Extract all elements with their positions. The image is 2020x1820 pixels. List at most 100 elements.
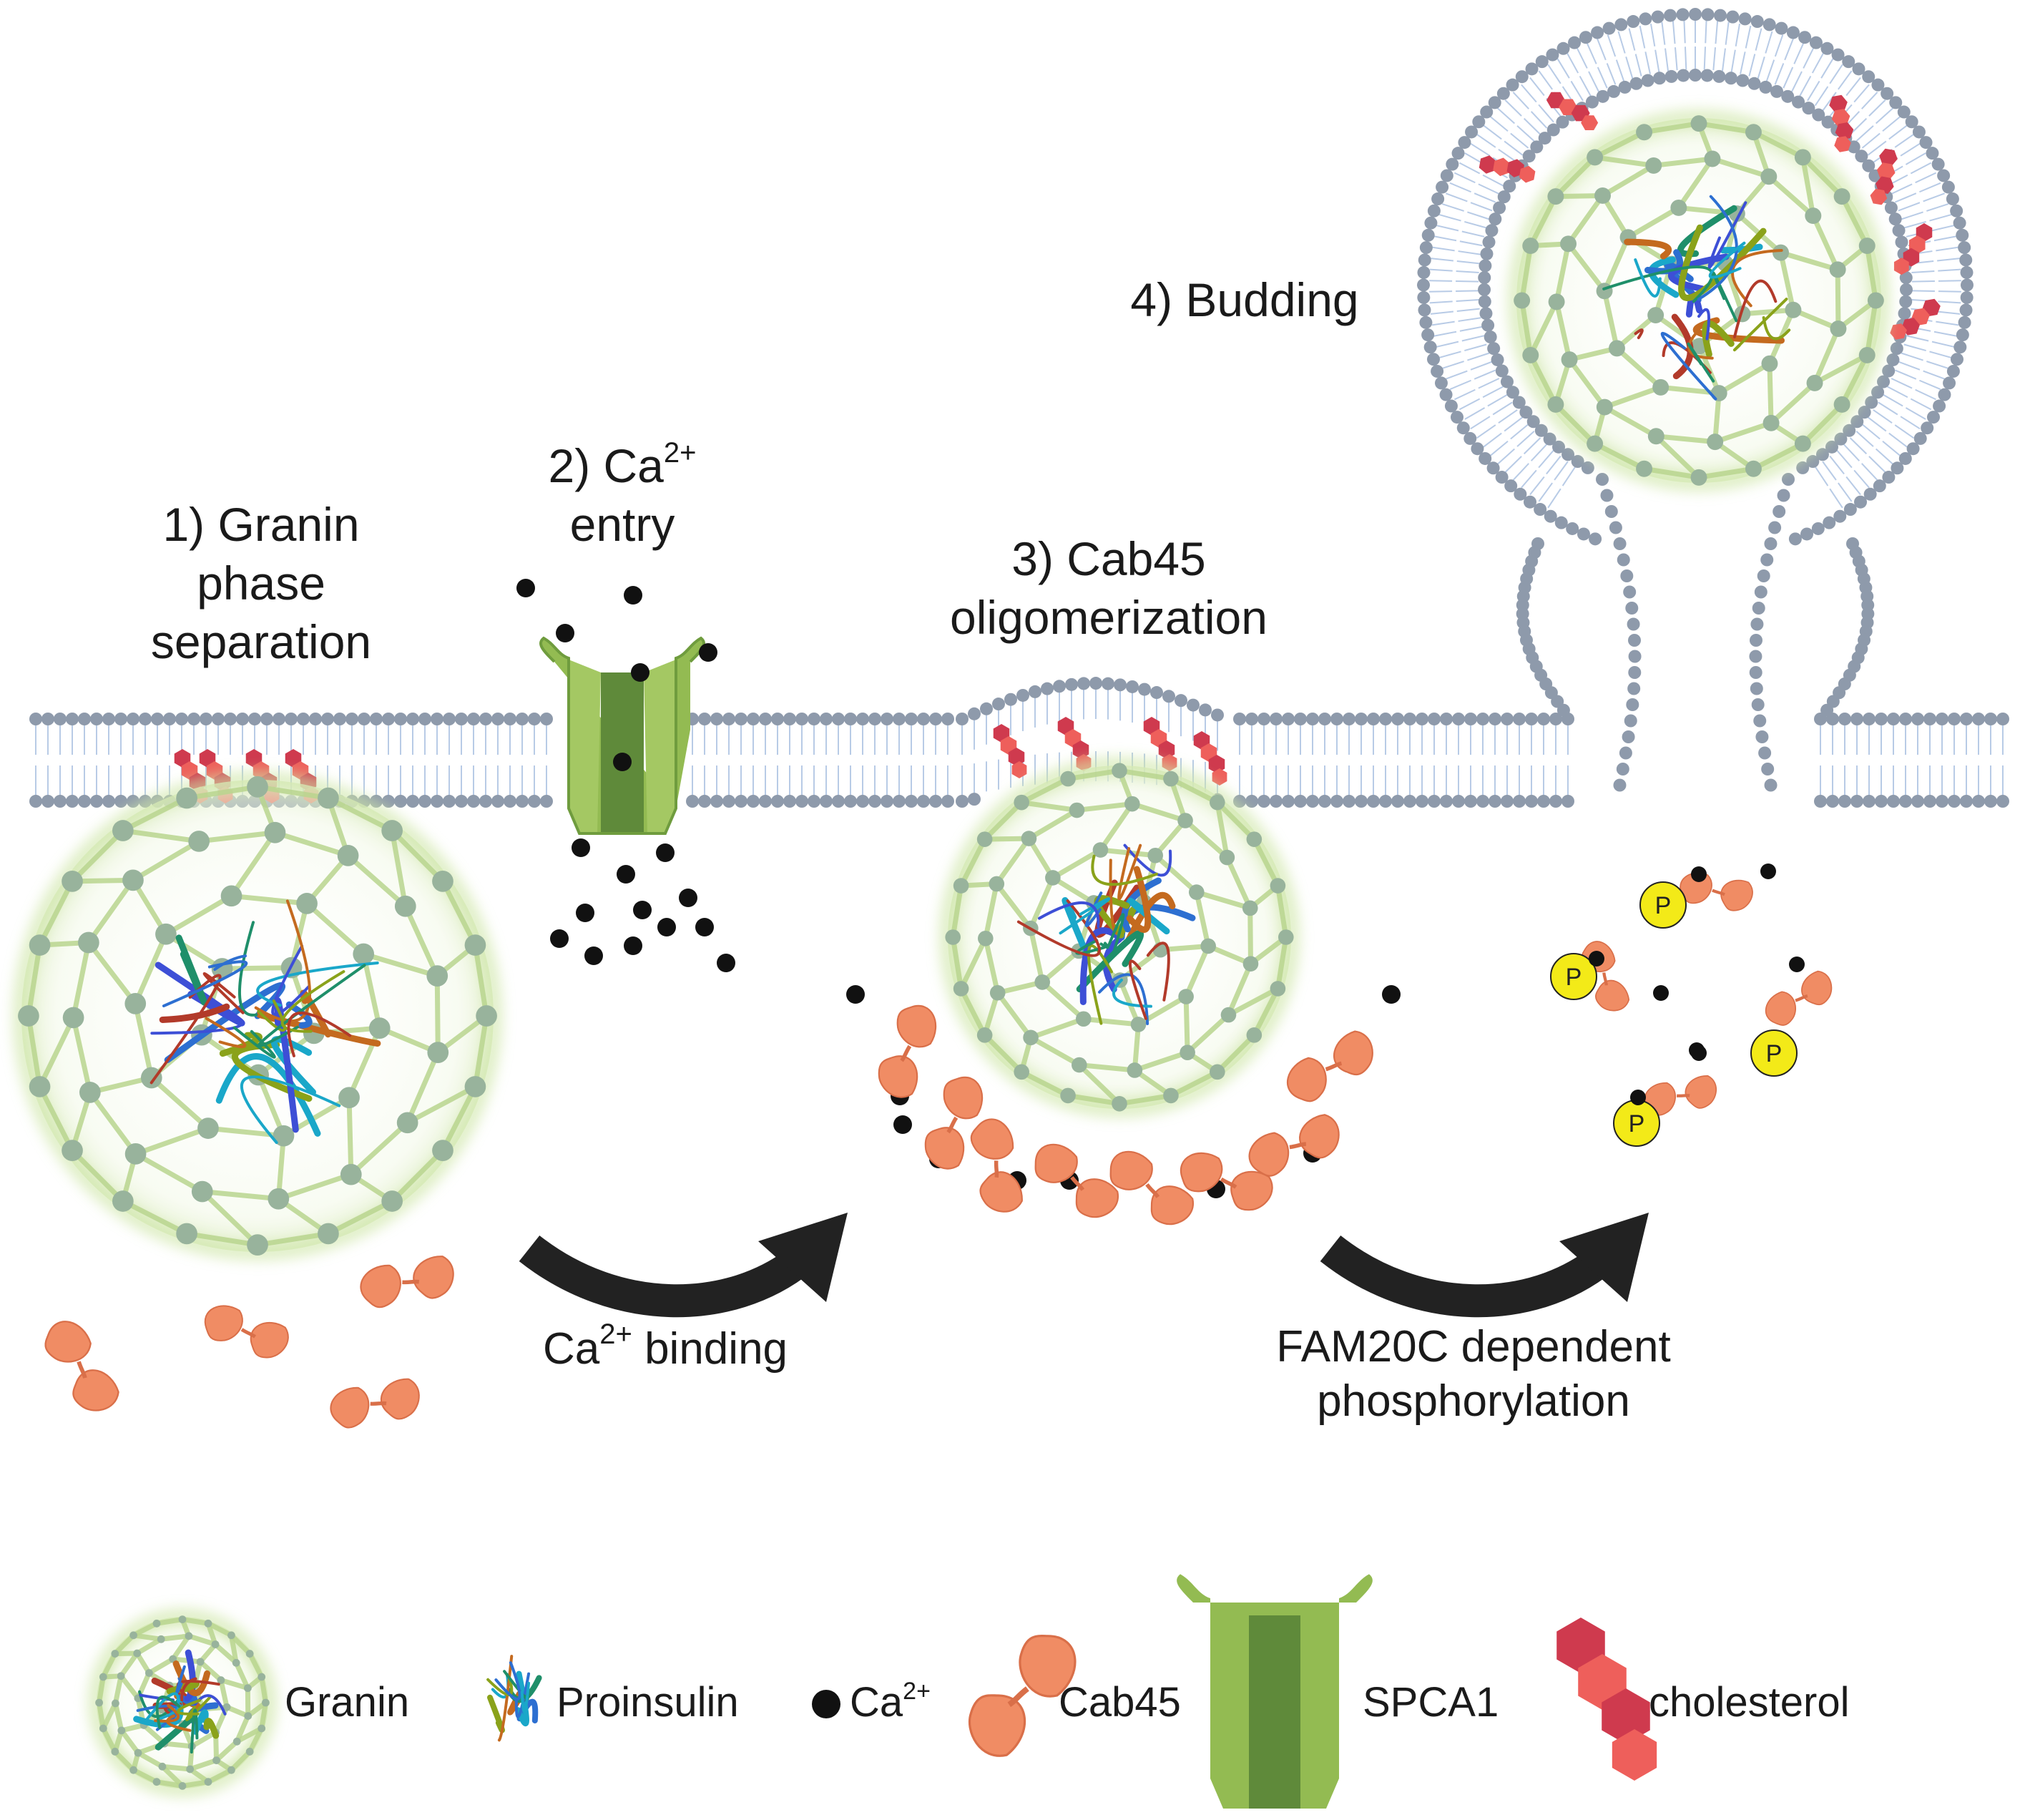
granin-node (122, 869, 144, 891)
lipid-head (1257, 713, 1270, 725)
granin-node (1830, 321, 1846, 337)
lipid-head (1424, 217, 1437, 230)
lipid-head (1452, 147, 1465, 160)
granin-cage (945, 763, 1293, 1111)
lipid-head (1972, 795, 1985, 808)
lipid-head (1900, 283, 1913, 296)
lipid-head (90, 795, 103, 808)
lipid-head (1355, 795, 1368, 808)
granin-node (1243, 956, 1259, 972)
granin-node (179, 1615, 187, 1623)
lipid-head (1936, 795, 1948, 808)
lipid-head (1478, 283, 1491, 296)
granin-node (1547, 188, 1564, 205)
granin-node (1210, 1065, 1225, 1080)
calcium-ion (1789, 957, 1805, 972)
granin-node (157, 1635, 165, 1643)
lipid-head (1089, 677, 1102, 690)
step1-label: 1) Graninphaseseparation (114, 495, 408, 671)
cab45-molecule (29, 1316, 135, 1417)
lipid-head (1614, 18, 1627, 31)
lipid-head (394, 713, 407, 725)
lipid-head (491, 795, 504, 808)
lipid-head (1702, 8, 1715, 21)
calcium-ion (617, 865, 635, 884)
granin-node (1834, 396, 1850, 413)
granin-node (1645, 157, 1662, 174)
lipid-head (1760, 554, 1773, 567)
lipid-head (1464, 795, 1477, 808)
lipid-head (1953, 341, 1966, 353)
lipid-head (1479, 295, 1491, 308)
granin-node (1069, 803, 1085, 818)
granin-node (227, 1766, 235, 1774)
lipid-head (1863, 713, 1876, 725)
lipid-head (1233, 713, 1246, 725)
lipid-head (127, 713, 139, 725)
granin-node (1691, 469, 1707, 486)
lipid-head (1417, 291, 1430, 304)
lipid-head (358, 713, 371, 725)
lipid-head (1016, 689, 1029, 702)
lipid-head (1630, 77, 1643, 90)
lipid-head (516, 795, 529, 808)
lipid-head (1960, 795, 1973, 808)
lipid-head (1749, 650, 1762, 663)
lipid-head (1420, 241, 1433, 254)
lipid-head (1956, 328, 1969, 341)
lipid-head (917, 795, 930, 808)
lipid-head (881, 795, 893, 808)
lipid-head (881, 713, 893, 725)
lipid-head (455, 713, 468, 725)
cab45-molecule (860, 1001, 956, 1103)
lipid-head (1605, 505, 1618, 518)
lipid-head (929, 795, 942, 808)
lipid-head (1306, 713, 1319, 725)
calcium-ion (695, 918, 714, 936)
lipid-head (1476, 795, 1489, 808)
lipid-head (1175, 694, 1187, 707)
granin-node (1560, 235, 1577, 252)
lipid-head (1422, 229, 1435, 242)
calcium-ion (1760, 863, 1776, 879)
lipid-head (1431, 192, 1444, 205)
lipid-head (151, 713, 164, 725)
cab45-molecule (1675, 851, 1758, 931)
lipid-head (1489, 795, 1501, 808)
lipid-head (1431, 365, 1443, 378)
granin-node (227, 1631, 235, 1639)
lipid-head (1923, 795, 1936, 808)
granin-node (1014, 1065, 1029, 1080)
lipid-head (956, 713, 969, 725)
lipid-head (1625, 602, 1638, 615)
lipid-head (771, 713, 784, 725)
lipid-head (1245, 795, 1258, 808)
calcium-ion (657, 918, 676, 936)
lipid-head (868, 713, 881, 725)
granin-node (29, 1076, 51, 1097)
cholesterol-icon (1556, 1618, 1657, 1781)
lipid-head (1812, 522, 1825, 535)
lipid-head (175, 713, 188, 725)
lipid-head (710, 795, 723, 808)
lipid-head (1421, 328, 1434, 341)
lipid-head (1911, 795, 1924, 808)
lipid-head (1765, 779, 1778, 792)
lipid-head (187, 713, 200, 725)
granin-node (99, 1725, 107, 1733)
lipid-head (1863, 795, 1876, 808)
lipid-head (1464, 713, 1477, 725)
granin-node (212, 1756, 220, 1764)
lipid-head (1714, 9, 1727, 22)
lipid-head (1757, 569, 1770, 582)
lipid-head (382, 713, 395, 725)
lipid-head (1886, 353, 1899, 366)
granin-node (221, 885, 242, 906)
lipid-head (443, 713, 456, 725)
lipid-head (980, 703, 993, 715)
lipid-head (1485, 224, 1498, 237)
granin-node (318, 1223, 339, 1245)
granin-node (1242, 901, 1258, 916)
granin-node (112, 1699, 119, 1707)
cab45-molecule (324, 1350, 428, 1454)
